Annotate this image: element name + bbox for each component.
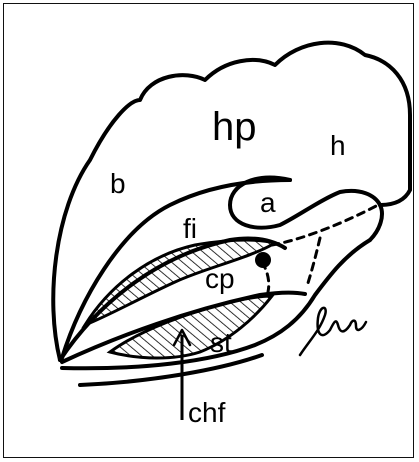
label-a: a (260, 187, 276, 218)
label-fi: fi (183, 213, 197, 244)
label-chf: chf (188, 397, 226, 428)
choroid-dot (255, 252, 271, 268)
chf-arrow-head (172, 328, 192, 347)
label-b: b (110, 168, 126, 199)
label-hp: hp (212, 105, 257, 149)
cortex-outline (51, 40, 412, 362)
label-st: st (210, 327, 232, 358)
signature-scribble (298, 306, 368, 357)
fissure-line-upper (58, 236, 287, 362)
dashed-line-3 (306, 236, 322, 285)
dashed-line-1 (270, 203, 380, 247)
fissure-line-middle (60, 290, 307, 364)
structure-a (228, 175, 384, 242)
fissure-line-lower (60, 238, 372, 371)
label-h: h (330, 130, 346, 161)
label-cp: cp (205, 263, 235, 294)
